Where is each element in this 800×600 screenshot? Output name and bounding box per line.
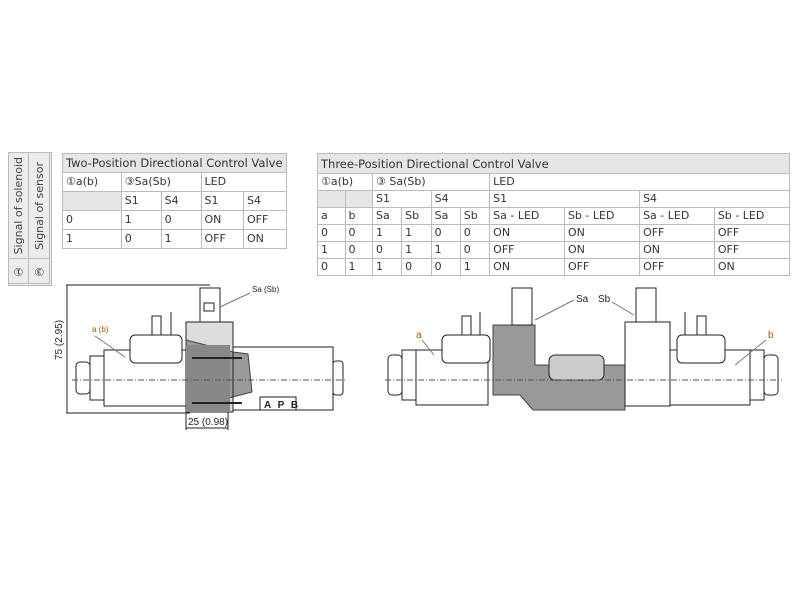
sensor-label: Sa (Sb) — [252, 285, 279, 294]
width-dimension: 25 (0.98) — [188, 417, 228, 428]
cell: ON — [713, 258, 791, 276]
table-title: Two-Position Directional Control Valve — [62, 153, 287, 173]
cell: ON — [200, 210, 245, 230]
empty-cell — [344, 190, 374, 208]
solenoid-cap — [75, 361, 91, 395]
height-dimension: 75 (2.95) — [54, 320, 65, 360]
spool — [548, 354, 605, 381]
solenoid-b-label: b — [768, 330, 774, 341]
solenoid-b-cap — [763, 354, 779, 396]
cell: 0 — [317, 258, 346, 276]
connector-a — [129, 334, 183, 364]
plug-end — [332, 360, 344, 396]
solenoid-nut — [89, 355, 105, 401]
cell: ON — [489, 258, 565, 276]
col-sensor: ③Sa(Sb) — [120, 172, 202, 192]
two-position-table: Two-Position Directional Control Valve ①… — [62, 153, 287, 249]
valve-body-b — [624, 321, 671, 407]
port-labels: A P B — [264, 400, 300, 411]
two-position-valve-drawing: 75 (2.95) A P B 25 (0.98) Sa (Sb) a (b) — [54, 284, 345, 430]
signal-legend: Signal of solenoid Signal of sensor ① ③ — [8, 152, 52, 286]
table-row: 0 1 0 ON OFF — [62, 210, 287, 230]
solenoid-a-cap — [387, 354, 403, 396]
col-led: LED — [200, 172, 287, 192]
sensor-sb-label: Sb — [598, 294, 611, 305]
sensor-number: ③ — [29, 259, 50, 284]
empty-cell — [62, 191, 122, 211]
col-sensor: ③ Sa(Sb) — [372, 173, 491, 191]
cell: OFF — [639, 224, 715, 242]
three-position-valve-drawing: Sa Sb a b — [385, 287, 782, 411]
port-label-box — [259, 396, 297, 411]
subheader: Sb — [401, 207, 432, 225]
cell: 1 — [372, 258, 403, 276]
three-position-table: Three-Position Directional Control Valve… — [316, 153, 791, 276]
cell: OFF — [713, 224, 791, 242]
subheader: Sb — [459, 207, 491, 225]
solenoid-number: ① — [9, 259, 29, 284]
solenoid-a-label: a — [416, 330, 422, 341]
connector-pin — [151, 315, 162, 336]
sensor-sa — [511, 287, 533, 326]
cell: OFF — [200, 229, 245, 249]
cell: OFF — [563, 258, 641, 276]
cell: 1 — [62, 229, 122, 249]
cell: ON — [243, 229, 287, 249]
sensor-sa-label: Sa — [576, 294, 589, 305]
connector-b — [676, 334, 726, 364]
connector-a — [441, 334, 491, 364]
cell: 1 — [459, 258, 491, 276]
cell: 0 — [401, 258, 432, 276]
table-row: 1 0 1 OFF ON — [62, 229, 287, 249]
solenoid-label: a (b) — [92, 325, 109, 334]
signal-sensor-label: Signal of sensor — [29, 153, 50, 259]
solenoid-b-nut — [749, 349, 765, 401]
signal-solenoid-label: Signal of solenoid — [9, 153, 29, 259]
solenoid-a-nut — [401, 349, 417, 401]
sensor-sa — [199, 287, 221, 323]
sensor-sb — [635, 287, 657, 323]
